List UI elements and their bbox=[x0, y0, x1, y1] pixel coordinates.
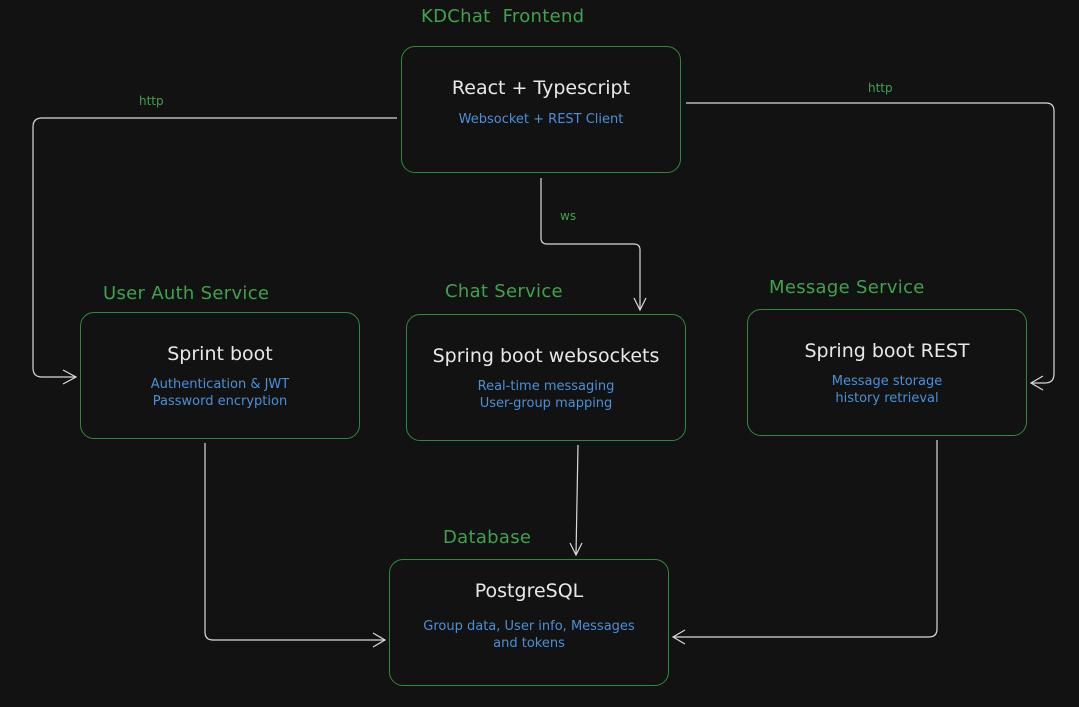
auth-service-node-line-1: Authentication & JWT bbox=[150, 377, 290, 392]
chat-service-node-line-2: User-group mapping bbox=[479, 396, 613, 411]
database-node-line-2: and tokens bbox=[493, 636, 565, 651]
message-service-node: Spring boot REST Message storage history… bbox=[747, 309, 1027, 436]
edge-frontend-to-chat bbox=[540, 178, 641, 310]
database-node-title: PostgreSQL bbox=[474, 580, 584, 602]
edge-frontend-to-message bbox=[686, 102, 1055, 384]
frontend-node-title: React + Typescript bbox=[451, 77, 631, 99]
edge-message-to-database-arrowhead bbox=[671, 629, 686, 645]
edge-frontend-to-message-arrowhead bbox=[1029, 375, 1044, 391]
edge-frontend-to-chat-arrowhead bbox=[633, 297, 647, 312]
edge-frontend-to-auth bbox=[32, 117, 397, 378]
group-title-frontend: KDChat Frontend bbox=[421, 6, 585, 27]
edge-auth-to-database-arrowhead bbox=[372, 632, 387, 648]
auth-service-node: Sprint boot Authentication & JWT Passwor… bbox=[80, 312, 360, 439]
edge-message-to-database bbox=[673, 440, 938, 638]
message-service-node-line-2: history retrieval bbox=[835, 391, 939, 406]
chat-service-node-line-1: Real-time messaging bbox=[477, 379, 615, 394]
database-node: PostgreSQL Group data, User info, Messag… bbox=[389, 559, 669, 686]
frontend-node: React + Typescript Websocket + REST Clie… bbox=[401, 46, 681, 173]
chat-service-node-title: Spring boot websockets bbox=[432, 345, 660, 367]
database-node-line-1: Group data, User info, Messages bbox=[423, 619, 635, 634]
chat-service-node: Spring boot websockets Real-time messagi… bbox=[406, 314, 686, 441]
edge-label-frontend-to-message: http bbox=[868, 81, 893, 95]
edge-auth-to-database bbox=[204, 443, 385, 641]
edge-frontend-to-auth-arrowhead bbox=[62, 369, 78, 385]
group-title-message: Message Service bbox=[769, 277, 925, 298]
message-service-node-title: Spring boot REST bbox=[804, 340, 970, 362]
group-title-chat: Chat Service bbox=[445, 281, 563, 302]
frontend-node-subtitle: Websocket + REST Client bbox=[458, 112, 624, 127]
auth-service-node-title: Sprint boot bbox=[167, 343, 273, 365]
message-service-node-line-1: Message storage bbox=[831, 374, 943, 389]
auth-service-node-line-2: Password encryption bbox=[152, 394, 288, 409]
edge-chat-to-database-arrowhead bbox=[569, 542, 583, 557]
edge-label-frontend-to-auth: http bbox=[139, 94, 164, 108]
edge-chat-to-database bbox=[575, 444, 579, 556]
edge-label-frontend-to-chat: ws bbox=[560, 209, 577, 223]
group-title-auth: User Auth Service bbox=[103, 283, 270, 304]
group-title-database: Database bbox=[443, 527, 532, 548]
